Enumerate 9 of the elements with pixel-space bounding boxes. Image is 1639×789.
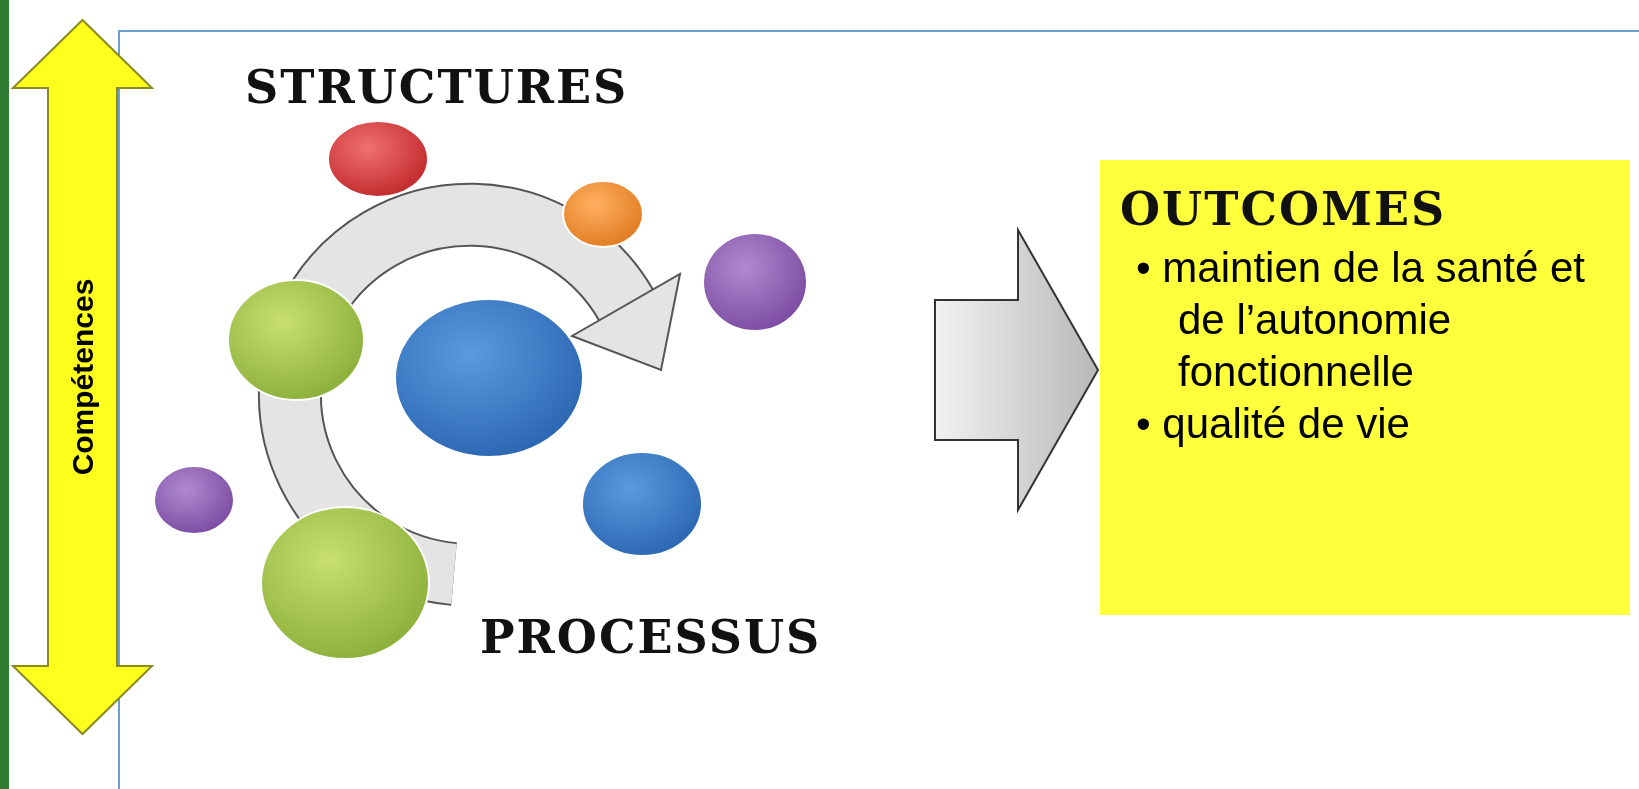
box-heading: OUTCOMES (1120, 182, 1447, 236)
outcome-box (1100, 160, 1630, 615)
bullet-item: • maintien de la santé et de l’autonomie fonctionnelle (1135, 243, 1586, 397)
heading: STRUCTURES (245, 60, 629, 114)
heading: PROCESSUS (480, 610, 822, 664)
double-arrow (10, 18, 155, 736)
bullet-item: • qualité de vie (1135, 399, 1411, 449)
block-arrow (934, 226, 1100, 514)
arrow-label: Compétences (65, 278, 100, 476)
